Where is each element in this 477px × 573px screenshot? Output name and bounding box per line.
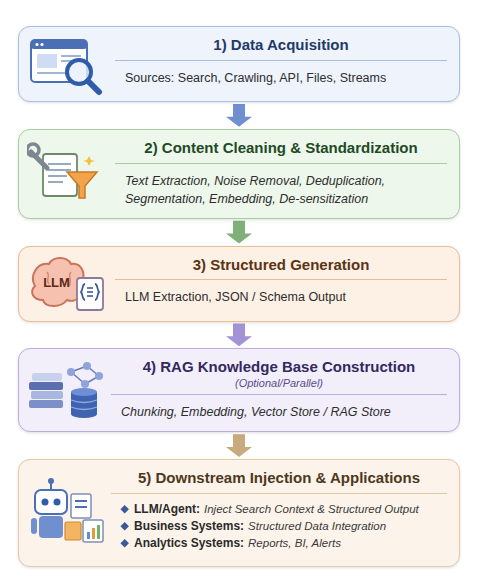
target-details: Reports, BI, Alerts bbox=[248, 537, 341, 549]
target-name: LLM/Agent: bbox=[134, 502, 200, 516]
process-box: 3) Structured GenerationLLM Extraction, … bbox=[18, 246, 460, 322]
step-title: 3) Structured Generation bbox=[193, 256, 370, 275]
step-title: 1) Data Acquisition bbox=[213, 36, 348, 55]
bullet-diamond bbox=[120, 505, 128, 513]
step-note: (Optional/Parallel) bbox=[235, 377, 323, 389]
step-title: 4) RAG Knowledge Base Construction bbox=[143, 358, 416, 377]
bullet-row: Analytics Systems: Reports, BI, Alerts bbox=[121, 536, 443, 550]
box-body: Chunking, Embedding, Vector Store / RAG … bbox=[111, 403, 447, 421]
flow-arrow bbox=[226, 221, 252, 244]
box-body: LLM Extraction, JSON / Schema Output bbox=[115, 288, 447, 306]
flow-arrow bbox=[226, 104, 252, 127]
knowledge-base-icon bbox=[27, 358, 107, 422]
bullet-row: LLM/Agent: Inject Search Context & Struct… bbox=[121, 502, 443, 516]
box-header: 4) RAG Knowledge Base Construction(Optio… bbox=[111, 358, 447, 395]
bullet-diamond bbox=[120, 522, 128, 530]
step-details: Chunking, Embedding, Vector Store / RAG … bbox=[121, 403, 443, 421]
target-name: Business Systems: bbox=[134, 519, 244, 533]
bullet-row: Business Systems: Structured Data Integra… bbox=[121, 519, 443, 533]
icon-label: LLM bbox=[43, 275, 70, 290]
flow-arrow bbox=[226, 324, 252, 347]
step-title: 5) Downstream Injection & Applications bbox=[138, 469, 420, 488]
box-header: 1) Data Acquisition bbox=[115, 36, 447, 61]
process-box: 1) Data AcquisitionSources: Search, Craw… bbox=[18, 26, 460, 102]
box-header: 2) Content Cleaning & Standardization bbox=[115, 139, 447, 164]
browser-search-icon bbox=[27, 32, 107, 96]
step-title: 2) Content Cleaning & Standardization bbox=[144, 139, 417, 158]
target-name: Analytics Systems: bbox=[134, 536, 244, 550]
bullet-diamond bbox=[120, 539, 128, 547]
target-details: Inject Search Context & Structured Outpu… bbox=[204, 503, 419, 515]
cleaning-icon bbox=[27, 142, 107, 206]
box-header: 3) Structured Generation bbox=[115, 256, 447, 281]
box-body: Text Extraction, Noise Removal, Deduplic… bbox=[115, 172, 447, 208]
step-details: Text Extraction, Noise Removal, Deduplic… bbox=[125, 172, 443, 208]
step-details: LLM Extraction, JSON / Schema Output bbox=[125, 288, 443, 306]
flow-arrow bbox=[226, 434, 252, 457]
box-body: Sources: Search, Crawling, API, Files, S… bbox=[115, 69, 447, 87]
box-header: 5) Downstream Injection & Applications bbox=[111, 469, 447, 494]
target-details: Structured Data Integration bbox=[248, 520, 386, 532]
process-box: 4) RAG Knowledge Base Construction(Optio… bbox=[18, 348, 460, 432]
step-details: Sources: Search, Crawling, API, Files, S… bbox=[125, 69, 443, 87]
robot-apps-icon bbox=[27, 476, 107, 550]
process-box: 2) Content Cleaning & StandardizationTex… bbox=[18, 129, 460, 219]
process-box: 5) Downstream Injection & ApplicationsLL… bbox=[18, 459, 460, 567]
box-body: LLM/Agent: Inject Search Context & Struct… bbox=[111, 502, 447, 550]
